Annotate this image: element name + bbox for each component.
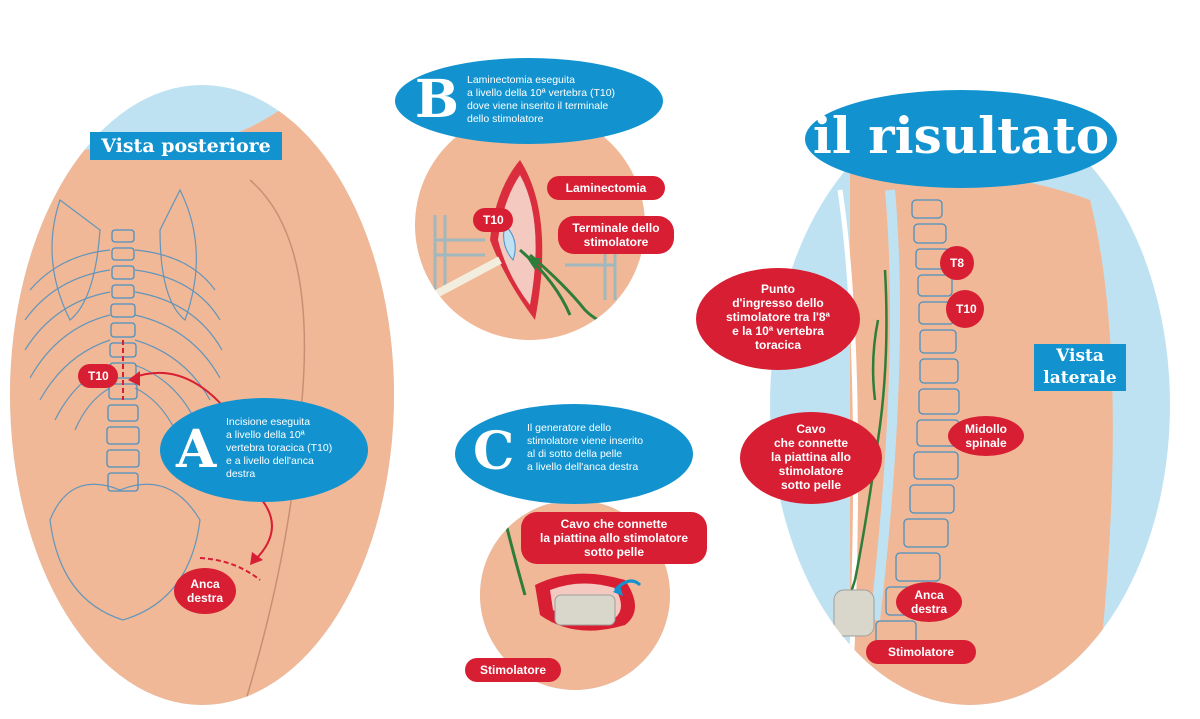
c-stimulator-label: Stimolatore [465,658,561,682]
spinal-cord-label: Midollo spinale [948,416,1024,456]
result-stimulator-label: Stimolatore [866,640,976,664]
right-hip-label: Anca destra [174,568,236,614]
laminectomy-illustration [415,110,645,340]
result-t10-label: T10 [946,290,984,328]
posterior-back-illustration [10,85,394,705]
step-b-description: Laminectomia eseguita a livello della 10… [467,74,616,125]
panel-laminectomy: B Laminectomia eseguita a livello della … [395,40,695,360]
instruction-bubble-b: B Laminectomia eseguita a livello della … [395,58,663,144]
instruction-bubble-a: A Incisione eseguita a livello della 10ª… [160,398,368,502]
entry-point-label: Punto d'ingresso dello stimolatore tra l… [696,268,860,370]
instruction-bubble-c: C Il generatore dello stimolatore viene … [455,404,693,504]
panel-posterior-view: Vista posteriore T10 A Incisione eseguit… [0,0,400,719]
lateral-view-label: Vista laterale [1034,344,1126,391]
step-letter-a: A [176,419,217,480]
result-title: il risultato [812,106,1110,165]
panel-result: il risultato Vista laterale T8 T10 Punto… [690,60,1200,719]
step-letter-c: C [473,421,515,482]
result-title-badge: il risultato [805,90,1117,188]
laminectomy-label: Laminectomia [547,176,665,200]
posterior-view-label: Vista posteriore [90,132,282,160]
step-a-description: Incisione eseguita a livello della 10ª v… [226,416,333,480]
stimulator-terminal-label: Terminale dello stimolatore [558,216,674,254]
t10-label: T10 [78,364,118,388]
panel-generator: C Il generatore dello stimolatore viene … [455,400,725,700]
step-c-description: Il generatore dello stimolatore viene in… [527,422,644,473]
result-cable-label: Cavo che connette la piattina allo stimo… [740,412,882,504]
c-cable-label: Cavo che connette la piattina allo stimo… [521,512,707,564]
result-hip-label: Anca destra [896,582,962,622]
step-letter-b: B [415,69,459,130]
t8-label: T8 [940,246,974,280]
b-t10-label: T10 [473,208,513,232]
